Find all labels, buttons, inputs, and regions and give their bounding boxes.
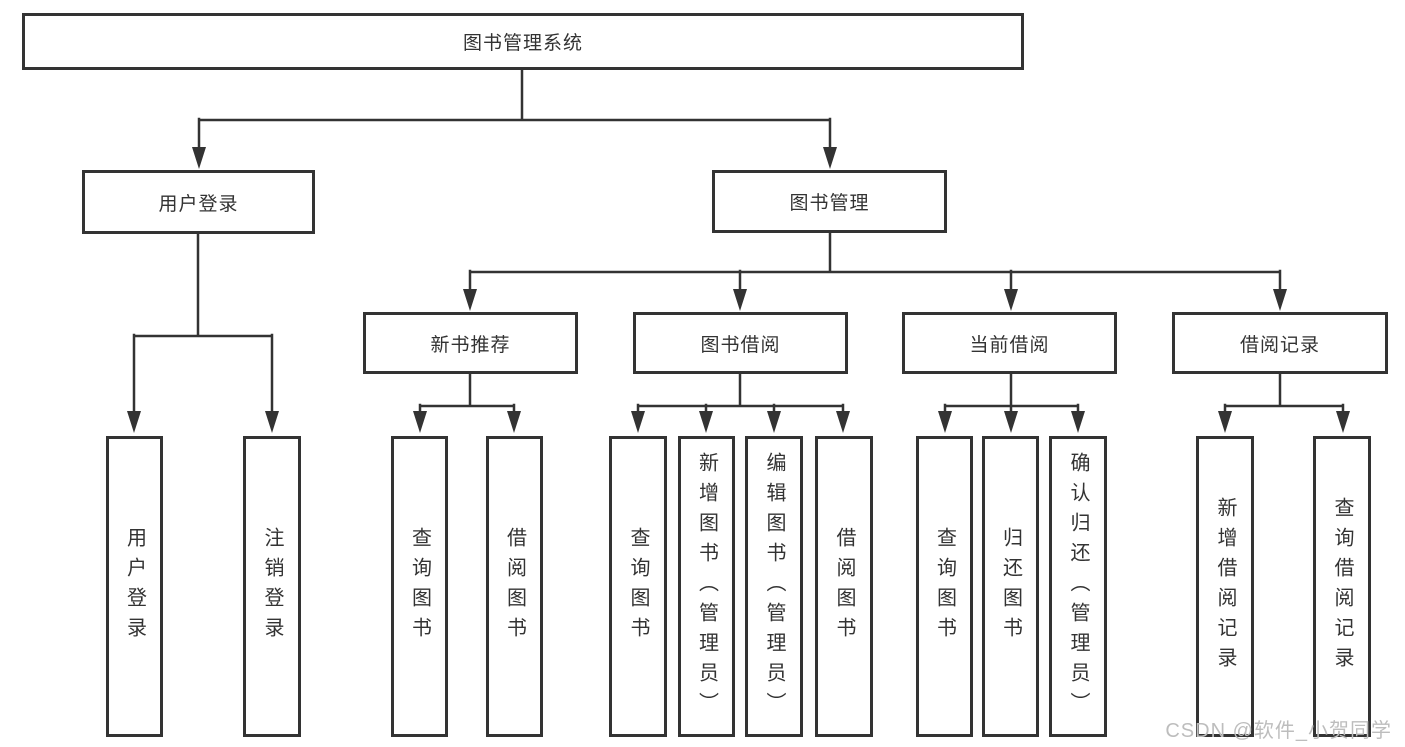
leaf-add-borrow-record-label: 新增借阅记录 — [1214, 496, 1236, 677]
node-new-book-recommend: 新书推荐 — [363, 312, 578, 374]
leaf-query-books-recommend: 查询图书 — [391, 436, 448, 737]
leaf-logout: 注销登录 — [243, 436, 301, 737]
leaf-add-borrow-record: 新增借阅记录 — [1196, 436, 1254, 737]
leaf-edit-book-admin: 编辑图书（管理员） — [745, 436, 803, 737]
leaf-borrow-books-borrow-label: 借阅图书 — [833, 526, 855, 647]
leaf-query-books-borrow: 查询图书 — [609, 436, 667, 737]
node-current-borrow: 当前借阅 — [902, 312, 1117, 374]
node-book-borrow: 图书借阅 — [633, 312, 848, 374]
node-user-login: 用户登录 — [82, 170, 315, 234]
leaf-borrow-books-borrow: 借阅图书 — [815, 436, 873, 737]
leaf-add-book-admin: 新增图书（管理员） — [678, 436, 735, 737]
leaf-borrow-books-recommend-label: 借阅图书 — [503, 526, 526, 647]
leaf-return-books-label: 归还图书 — [999, 526, 1022, 647]
connector-user-login — [127, 232, 279, 433]
leaf-logout-label: 注销登录 — [261, 526, 283, 647]
leaf-query-borrow-record-label: 查询借阅记录 — [1331, 496, 1353, 677]
leaf-user-login: 用户登录 — [106, 436, 163, 737]
csdn-watermark: CSDN @软件_小贺同学 — [1165, 720, 1392, 742]
leaf-borrow-books-recommend: 借阅图书 — [486, 436, 543, 737]
leaf-query-books-current: 查询图书 — [916, 436, 973, 737]
connector-book-borrow — [631, 372, 850, 433]
leaf-confirm-return-admin-label: 确认归还（管理员） — [1067, 451, 1089, 722]
leaf-query-books-recommend-label: 查询图书 — [408, 526, 431, 647]
leaf-edit-book-admin-label: 编辑图书（管理员） — [763, 451, 785, 722]
node-borrow-records: 借阅记录 — [1172, 312, 1388, 374]
node-book-management: 图书管理 — [712, 170, 947, 233]
connector-current-borrow — [938, 372, 1085, 433]
connector-book-management — [463, 231, 1287, 311]
leaf-user-login-label: 用户登录 — [123, 526, 146, 647]
node-library-management-system: 图书管理系统 — [22, 13, 1024, 70]
connector-root — [192, 67, 837, 169]
leaf-query-borrow-record: 查询借阅记录 — [1313, 436, 1371, 737]
leaf-query-books-borrow-label: 查询图书 — [627, 526, 649, 647]
leaf-return-books: 归还图书 — [982, 436, 1039, 737]
connector-new-book-recommend — [413, 372, 521, 433]
leaf-add-book-admin-label: 新增图书（管理员） — [695, 451, 718, 722]
leaf-confirm-return-admin: 确认归还（管理员） — [1049, 436, 1107, 737]
connector-borrow-records — [1218, 372, 1350, 433]
leaf-query-books-current-label: 查询图书 — [933, 526, 956, 647]
